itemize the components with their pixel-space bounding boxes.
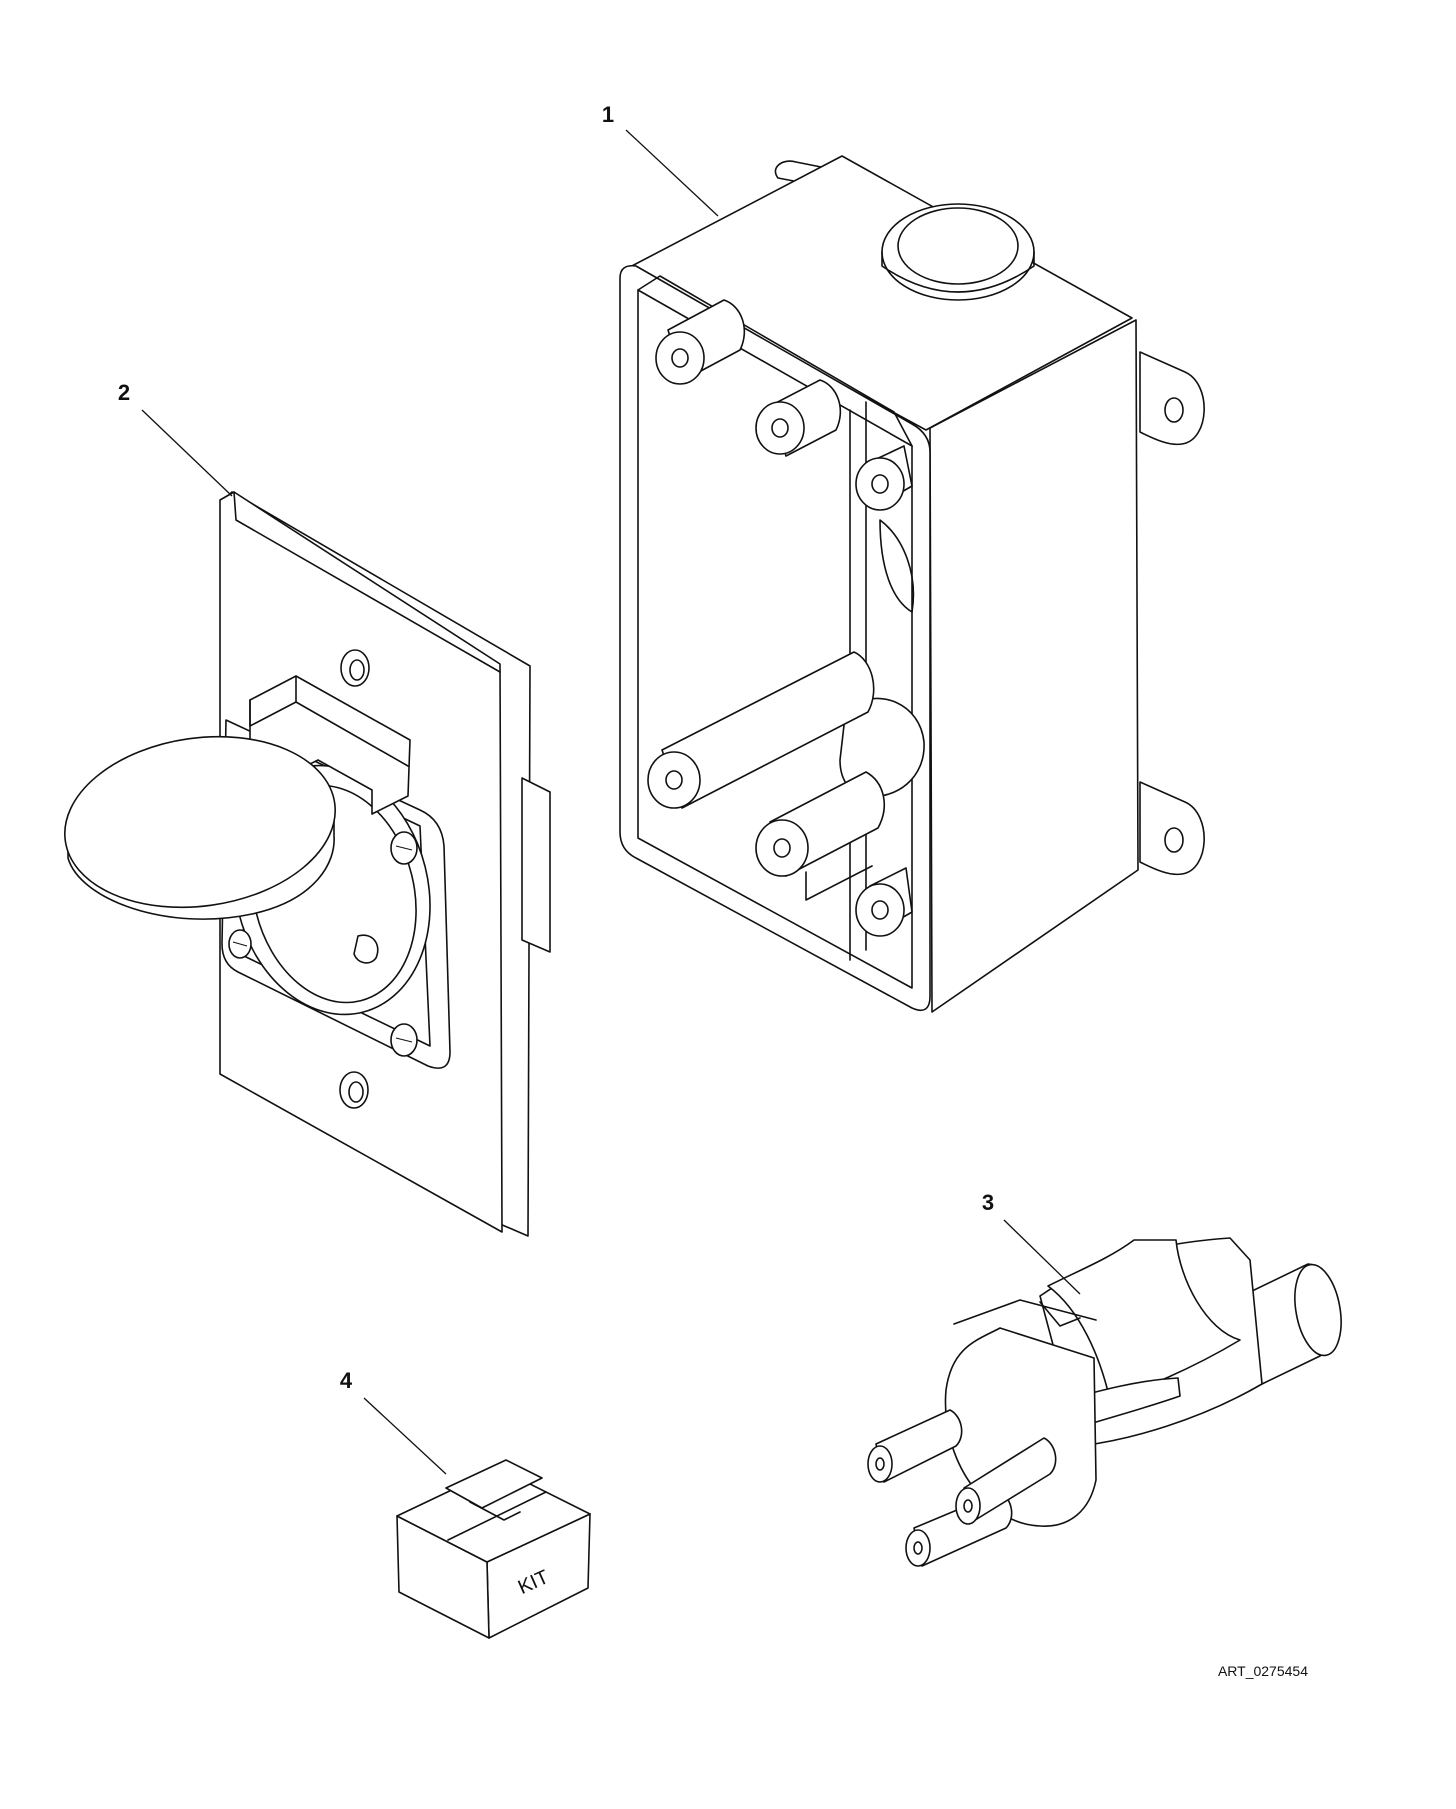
callout-1-leader	[625, 129, 719, 217]
flange-screw-upper-right	[390, 831, 418, 865]
callout-4-label: 4	[340, 1368, 353, 1393]
flange-screw-lower-right	[390, 1023, 418, 1057]
screw-boss-top-left	[655, 299, 746, 385]
hinged-lid	[64, 735, 336, 909]
flange-screw-left	[228, 929, 252, 959]
callout-1-label: 1	[602, 102, 614, 127]
callout-1: 1	[602, 102, 719, 217]
plate-screw-hole-bottom	[339, 1071, 369, 1109]
part-2-receptacle-cover-plate	[64, 491, 551, 1237]
screw-boss-bottom-right	[855, 867, 913, 937]
screw-boss-mid-bottom	[755, 771, 886, 901]
screw-boss-top-right	[855, 445, 913, 511]
callout-2-label: 2	[118, 380, 130, 405]
art-id: ART_0275454	[1218, 1663, 1308, 1679]
callout-2-leader	[141, 409, 233, 497]
callout-4-leader	[363, 1397, 447, 1475]
callout-4: 4	[340, 1368, 447, 1475]
part-3-plug	[867, 1237, 1342, 1567]
plug-ground-pin	[955, 1437, 1057, 1525]
callout-2: 2	[118, 380, 233, 497]
plate-screw-hole-top	[340, 649, 370, 687]
callout-3-label: 3	[982, 1190, 994, 1215]
part-4-kit-box	[396, 1459, 591, 1639]
screw-boss-long-left	[647, 651, 875, 809]
callout-3-leader	[1003, 1219, 1081, 1295]
part-1-electrical-box	[619, 155, 1205, 1013]
callout-3: 3	[982, 1190, 1081, 1295]
screw-boss-top-mid	[755, 379, 842, 457]
plug-pin-left	[867, 1409, 963, 1483]
